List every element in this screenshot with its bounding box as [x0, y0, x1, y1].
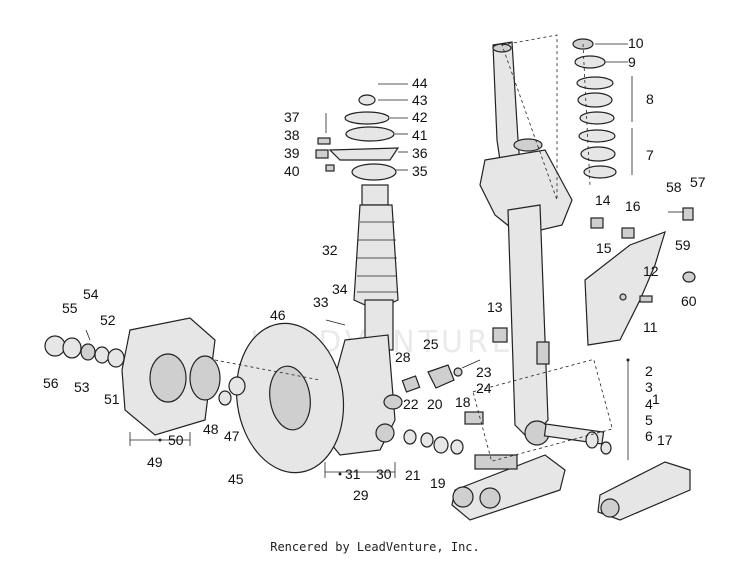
bearing-stack — [572, 38, 617, 186]
spacer-set — [403, 429, 464, 455]
link-arm-rear — [597, 461, 691, 521]
callout-52: 52 — [100, 312, 116, 328]
callout-21: 21 — [405, 467, 421, 483]
callout-45: 45 — [228, 471, 244, 487]
callout-3: 3 — [645, 379, 653, 395]
brake-disc — [235, 322, 345, 474]
callout-1: 1 — [652, 391, 660, 407]
callout-51: 51 — [104, 391, 120, 407]
fender — [492, 207, 696, 346]
callout-16: 16 — [625, 198, 641, 214]
callout-17: 17 — [657, 432, 673, 448]
steering-column — [479, 34, 573, 446]
callout-22: 22 — [403, 396, 419, 412]
callout-57: 57 — [690, 174, 706, 190]
callout-59: 59 — [675, 237, 691, 253]
callout-28: 28 — [395, 349, 411, 365]
callout-6: 6 — [645, 428, 653, 444]
wheel-hub — [121, 317, 321, 436]
callout-15: 15 — [596, 240, 612, 256]
callout-36: 36 — [412, 145, 428, 161]
callout-24: 24 — [476, 380, 492, 396]
callout-12: 12 — [643, 263, 659, 279]
callout-54: 54 — [83, 286, 99, 302]
callout-56: 56 — [43, 375, 59, 391]
callout-47: 47 — [224, 428, 240, 444]
callout-44: 44 — [412, 75, 428, 91]
callout-11: 11 — [643, 319, 658, 335]
callout-42: 42 — [412, 109, 428, 125]
footer-credit: Rencered by LeadVenture, Inc. — [270, 540, 480, 554]
callout-4: 4 — [645, 396, 653, 412]
callout-5: 5 — [645, 412, 653, 428]
callout-labels: 1 2 3 4 5 6 7 8 9 10 11 12 13 14 15 16 1… — [43, 35, 706, 503]
shock-absorber — [328, 94, 400, 351]
callout-35: 35 — [412, 163, 428, 179]
callout-31: 31 — [345, 466, 361, 482]
callout-23: 23 — [476, 364, 492, 380]
callout-39: 39 — [284, 145, 300, 161]
link-arm-front — [451, 411, 566, 521]
axle-set — [472, 358, 613, 462]
callout-33: 33 — [313, 294, 329, 310]
callout-49: 49 — [147, 454, 163, 470]
callout-29: 29 — [353, 487, 369, 503]
callout-46: 46 — [270, 307, 286, 323]
callout-55: 55 — [62, 300, 78, 316]
callout-18: 18 — [455, 394, 471, 410]
callout-43: 43 — [412, 92, 428, 108]
callout-48: 48 — [203, 421, 219, 437]
callout-37: 37 — [284, 109, 300, 125]
callout-20: 20 — [427, 396, 443, 412]
callout-9: 9 — [628, 54, 636, 70]
callout-32: 32 — [322, 242, 338, 258]
callout-2: 2 — [645, 363, 653, 379]
callout-8: 8 — [646, 91, 654, 107]
callout-13: 13 — [487, 299, 503, 315]
callout-41: 41 — [412, 127, 428, 143]
callout-30: 30 — [376, 466, 392, 482]
callout-60: 60 — [681, 293, 697, 309]
callout-19: 19 — [430, 475, 446, 491]
shock-hardware — [315, 113, 335, 172]
callout-34: 34 — [332, 281, 348, 297]
callout-58: 58 — [666, 179, 682, 195]
callout-10: 10 — [628, 35, 644, 51]
callout-40: 40 — [284, 163, 300, 179]
callout-53: 53 — [74, 379, 90, 395]
group-markers — [158, 358, 630, 476]
callout-25: 25 — [423, 336, 439, 352]
callout-50: 50 — [168, 432, 184, 448]
callout-38: 38 — [284, 127, 300, 143]
leader-lines — [129, 43, 633, 478]
callout-7: 7 — [646, 147, 654, 163]
callout-14: 14 — [595, 192, 611, 208]
hub-bearings — [44, 329, 125, 368]
